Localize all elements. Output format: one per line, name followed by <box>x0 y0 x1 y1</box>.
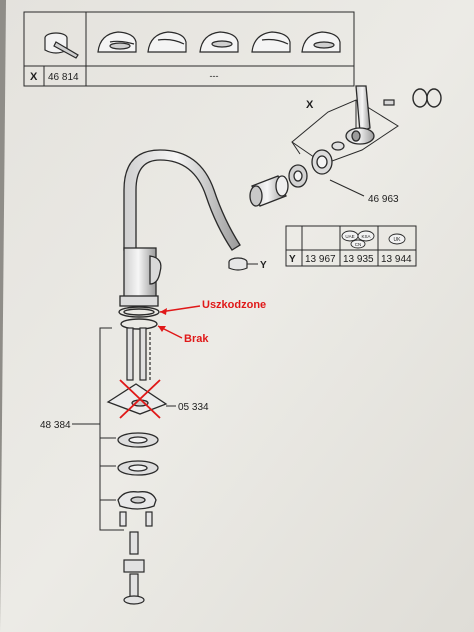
clamp-plate <box>117 491 157 510</box>
o-ring-damaged <box>118 306 160 318</box>
aerator <box>228 257 248 271</box>
faucet-body <box>119 149 241 307</box>
triangular-washer <box>106 383 168 415</box>
lever-variant-5-icon <box>301 31 341 53</box>
lever-handle-icon <box>44 32 79 59</box>
crossed-out-mark <box>119 379 161 419</box>
assembly-bracket <box>99 327 124 531</box>
damaged-arrowhead <box>160 308 167 315</box>
missing-annotation: Brak <box>184 333 209 345</box>
lever-variant-4-icon <box>251 31 291 53</box>
o-ring-missing <box>120 318 158 330</box>
cartridge-row-label: Y <box>289 254 296 265</box>
supply-hoses <box>126 327 151 381</box>
region-badges <box>341 230 406 249</box>
cartridge-value-1: 13 967 <box>305 254 336 265</box>
aerator-callout: Y <box>260 260 267 271</box>
spacer-ring <box>288 164 308 188</box>
missing-arrowhead <box>158 326 166 332</box>
handle-group-callout: X <box>306 99 314 111</box>
cartridge-value-3: 13 944 <box>381 254 412 265</box>
damaged-annotation: Uszkodzone <box>202 299 266 311</box>
set-screw <box>383 99 395 106</box>
lever-variant-1-icon <box>97 31 137 53</box>
washer-callout: 05 334 <box>178 402 209 413</box>
cartridge-region-table <box>285 225 417 267</box>
mixing-cartridge <box>249 175 289 207</box>
support-ring <box>117 460 159 476</box>
cap-rings <box>412 88 442 108</box>
handle-variants-table <box>23 11 355 87</box>
cartridge-callout: 46 963 <box>368 194 399 205</box>
cartridge-value-2: 13 935 <box>343 254 374 265</box>
fixing-screws <box>119 511 153 527</box>
badge-cn: CN <box>355 242 362 247</box>
lever-handle <box>345 85 375 145</box>
damaged-arrow <box>159 305 201 313</box>
handle-placeholder: --- <box>210 71 219 81</box>
badge-uk: UK <box>394 237 402 243</box>
lever-variant-2-icon <box>147 31 187 53</box>
indicator-button <box>331 141 345 151</box>
bracket-ticks <box>100 437 116 501</box>
cartridge-leader <box>329 179 365 197</box>
lever-variant-3-icon <box>199 31 239 53</box>
gasket-ring <box>117 432 159 448</box>
badge-uae: UAE <box>345 234 354 239</box>
cartridge-nut <box>311 149 333 175</box>
stud-assembly <box>123 531 145 605</box>
badge-ksa: KSA <box>361 234 370 239</box>
base-set-callout: 48 384 <box>40 420 71 431</box>
handle-row-label: X <box>30 71 38 83</box>
handle-part-number: 46 814 <box>48 72 79 83</box>
